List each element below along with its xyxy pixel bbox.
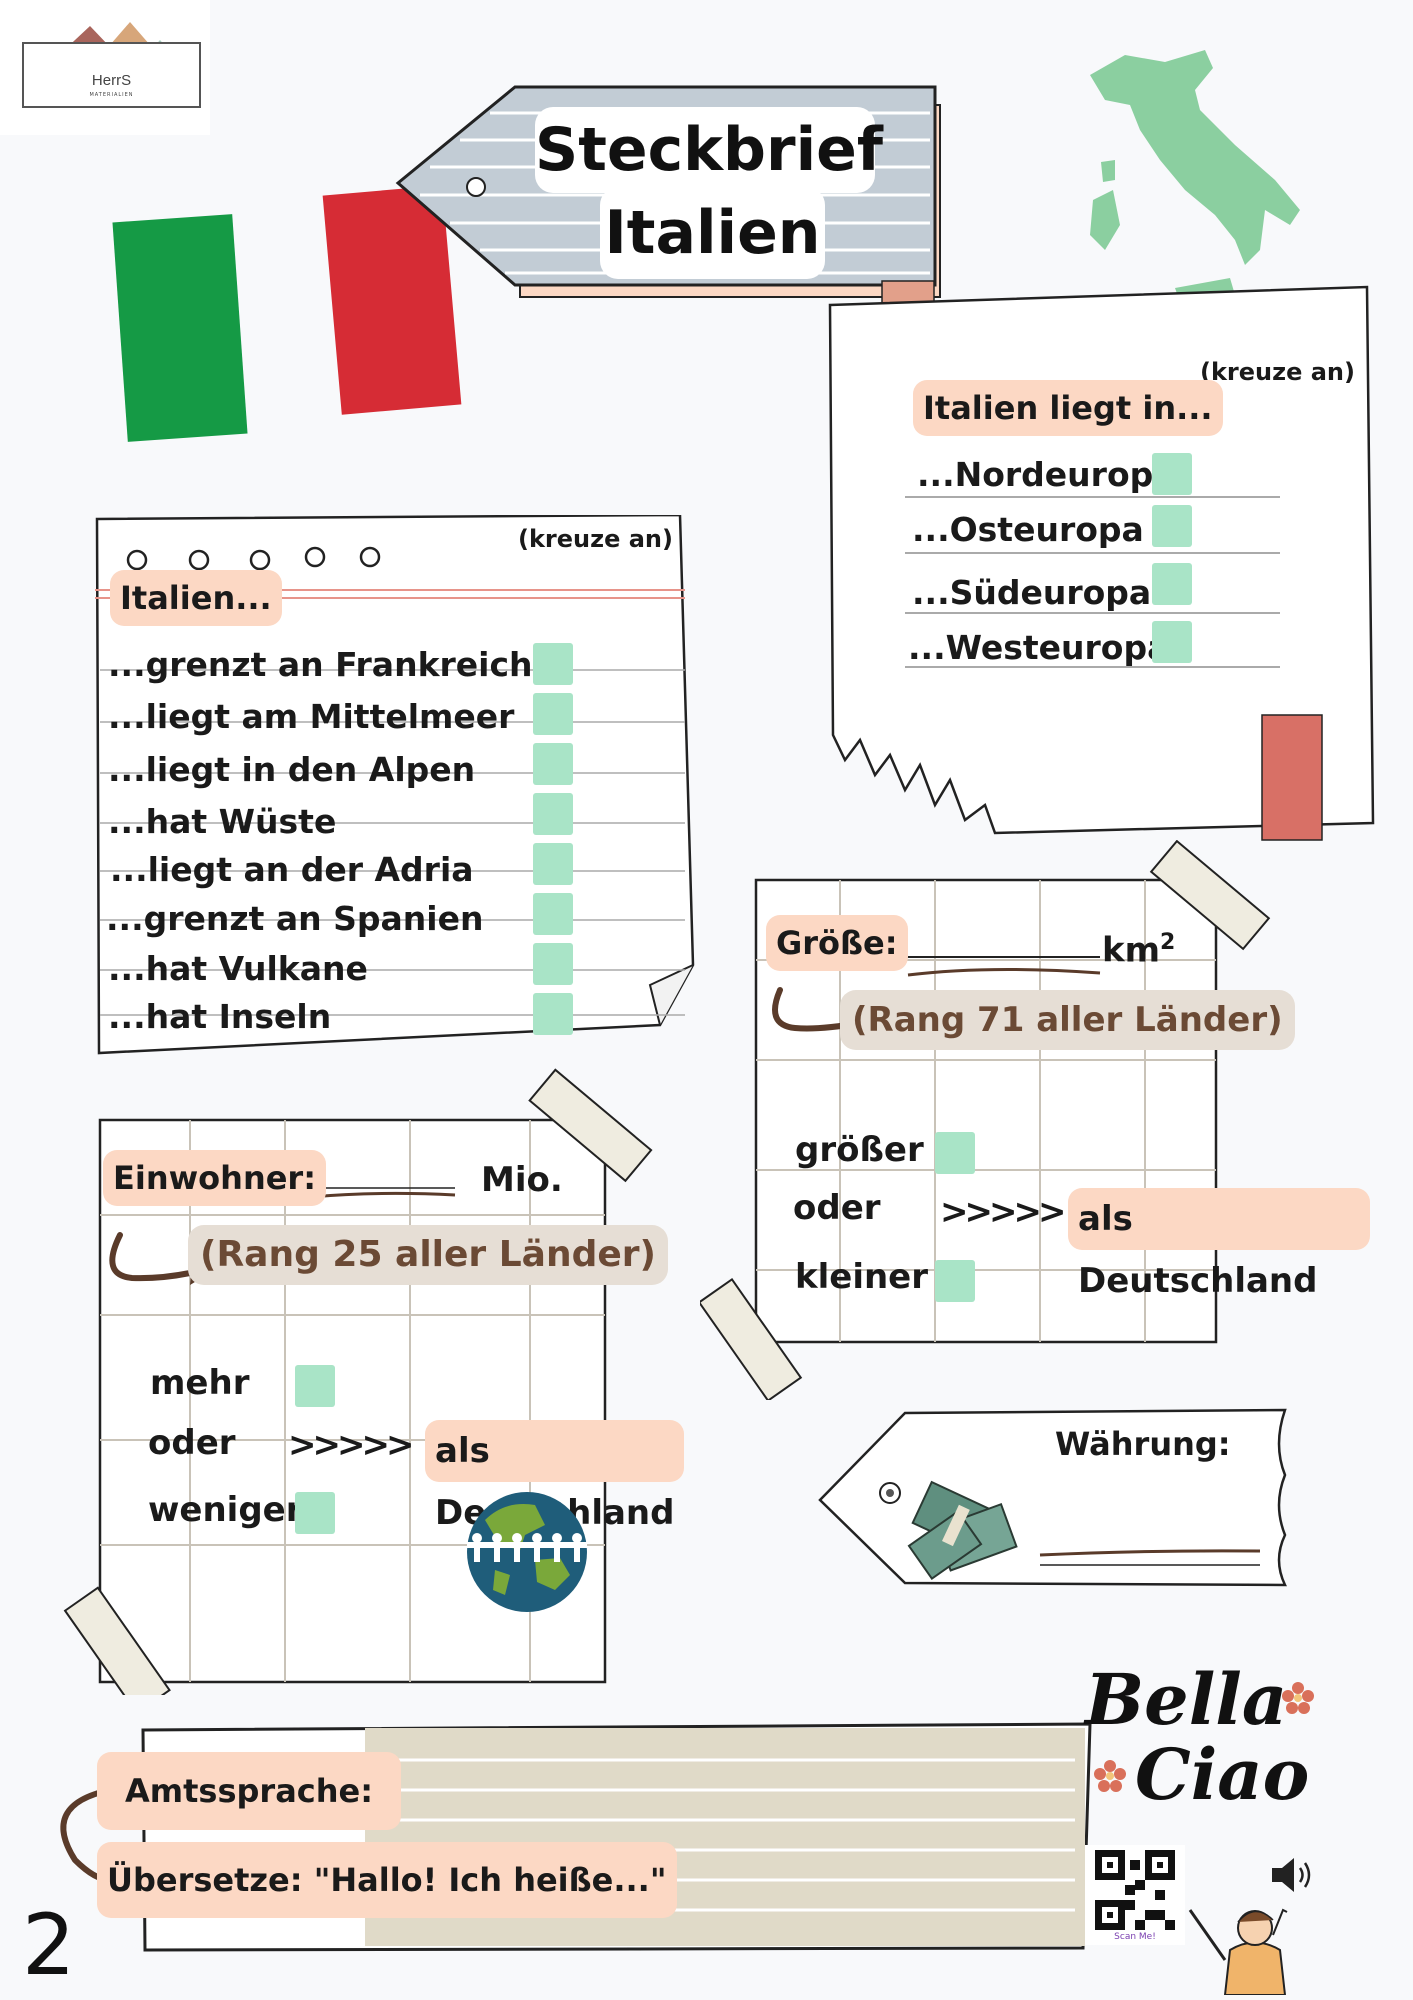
checkbox-nordeuropa[interactable] [1152, 453, 1192, 495]
teacher-figure-icon [1188, 1908, 1288, 1995]
lage-section: (kreuze an) Italien liegt in... ...Norde… [825, 285, 1375, 845]
checkbox-suedeuropa[interactable] [1152, 563, 1192, 605]
page-title-line1: Steckbrief [535, 107, 883, 193]
groesse-compare: als Deutschland [1068, 1188, 1370, 1301]
lage-option-osteuropa: ...Osteuropa [912, 510, 1144, 549]
sprache-section: Amtssprache: Übersetze: "Hallo! Ich heiß… [35, 1700, 1095, 1970]
checkbox-wueste[interactable] [533, 793, 573, 835]
waehrung-label: Währung: [1055, 1425, 1231, 1463]
groesse-unit: km2 [1102, 915, 1175, 978]
eigenschaften-section: (kreuze an) Italien... ...grenzt an Fran… [95, 515, 695, 1055]
einwohner-label: Einwohner: [103, 1150, 326, 1206]
checkbox-osteuropa[interactable] [1152, 505, 1192, 547]
checkbox-frankreich[interactable] [533, 643, 573, 685]
groesse-or: oder [793, 1188, 881, 1228]
logo-frame: HerrS MATERIALIEN [22, 42, 201, 108]
checkbox-vulkane[interactable] [533, 943, 573, 985]
groesse-rank: (Rang 71 aller Länder) [840, 990, 1295, 1050]
einwohner-section: Einwohner: Mio. (Rang 25 aller Länder) m… [40, 1065, 685, 1695]
groesse-unit-exp: 2 [1160, 930, 1176, 955]
lage-label: Italien liegt in... [913, 380, 1223, 436]
page-title-line2: Italien [600, 187, 825, 279]
checkbox-mittelmeer[interactable] [533, 693, 573, 735]
logo-name: HerrS [91, 72, 132, 89]
groesse-unit-km: km [1102, 930, 1161, 971]
checkbox-mehr[interactable] [295, 1365, 335, 1407]
checkbox-kleiner[interactable] [935, 1260, 975, 1302]
einwohner-arrows: >>>>> [288, 1425, 414, 1465]
sprache-input[interactable] [395, 1740, 1085, 1940]
flower-icon [1282, 1682, 1314, 1714]
eigenschaften-label: Italien... [110, 570, 282, 626]
eigenschaft-option: ...hat Vulkane [108, 949, 368, 988]
eigenschaft-option: ...liegt an der Adria [110, 850, 474, 889]
groesse-arrows: >>>>> [940, 1192, 1066, 1232]
eigenschaft-option: ...hat Wüste [108, 802, 337, 841]
einwohner-rank: (Rang 25 aller Länder) [188, 1225, 668, 1285]
checkbox-adria[interactable] [533, 843, 573, 885]
groesse-more: größer [795, 1130, 924, 1170]
checkbox-inseln[interactable] [533, 993, 573, 1035]
logo: HerrS MATERIALIEN [0, 0, 210, 135]
einwohner-input[interactable] [305, 1160, 455, 1194]
groesse-label: Größe: [766, 915, 908, 971]
waehrung-input[interactable] [1040, 1525, 1260, 1565]
checkbox-alpen[interactable] [533, 743, 573, 785]
qr-code-icon [1095, 1850, 1175, 1930]
eigenschaft-option: ...grenzt an Frankreich [108, 645, 533, 684]
sprache-label: Amtssprache: [97, 1752, 402, 1830]
einwohner-or: oder [148, 1423, 236, 1463]
checkbox-westeuropa[interactable] [1152, 621, 1192, 663]
lage-hint: (kreuze an) [1200, 358, 1355, 386]
globe-people-icon [467, 1492, 587, 1612]
eigenschaft-option: ...grenzt an Spanien [106, 899, 484, 938]
sprache-translate: Übersetze: "Hallo! Ich heiße..." [97, 1842, 677, 1918]
bella-ciao-decoration: Bella Ciao [1080, 1660, 1330, 1840]
qr-caption: Scan Me! [1114, 1932, 1156, 1942]
lage-option-nordeuropa: ...Nordeuropa [917, 455, 1176, 494]
einwohner-more: mehr [150, 1363, 250, 1403]
grid-frame [700, 840, 1271, 1400]
groesse-less: kleiner [795, 1257, 929, 1297]
eigenschaft-option: ...liegt in den Alpen [108, 750, 476, 789]
flower-icon [1094, 1760, 1126, 1792]
eigenschaft-option: ...hat Inseln [108, 997, 332, 1036]
checkbox-groesser[interactable] [935, 1132, 975, 1174]
waehrung-section: Währung: [815, 1405, 1290, 1590]
eigenschaften-hint: (kreuze an) [518, 525, 673, 553]
page-number: 2 [22, 1896, 76, 1994]
price-tag-frame [818, 1408, 1287, 1587]
checkbox-spanien[interactable] [533, 893, 573, 935]
groesse-section: Größe: km2 (Rang 71 aller Länder) größer… [700, 840, 1370, 1400]
qr-code[interactable]: Scan Me! [1085, 1845, 1185, 1945]
eigenschaft-option: ...liegt am Mittelmeer [108, 697, 515, 736]
flag-green-stripe [112, 214, 248, 442]
groesse-input[interactable] [900, 930, 1100, 966]
einwohner-less: weniger [148, 1490, 303, 1530]
bella-ciao-line2: Ciao [1135, 1733, 1310, 1816]
bella-ciao-line1: Bella [1085, 1658, 1288, 1741]
speaker-icon[interactable] [1270, 1855, 1318, 1895]
checkbox-weniger[interactable] [295, 1492, 335, 1534]
title-tag: Steckbrief Italien [390, 85, 950, 305]
logo-tagline: MATERIALIEN [89, 92, 134, 98]
einwohner-unit: Mio. [481, 1160, 563, 1200]
einwohner-compare: als Deutschland [425, 1420, 685, 1533]
lage-option-westeuropa: ...Westeuropa [908, 628, 1170, 667]
lage-option-suedeuropa: ...Südeuropa [912, 573, 1152, 612]
